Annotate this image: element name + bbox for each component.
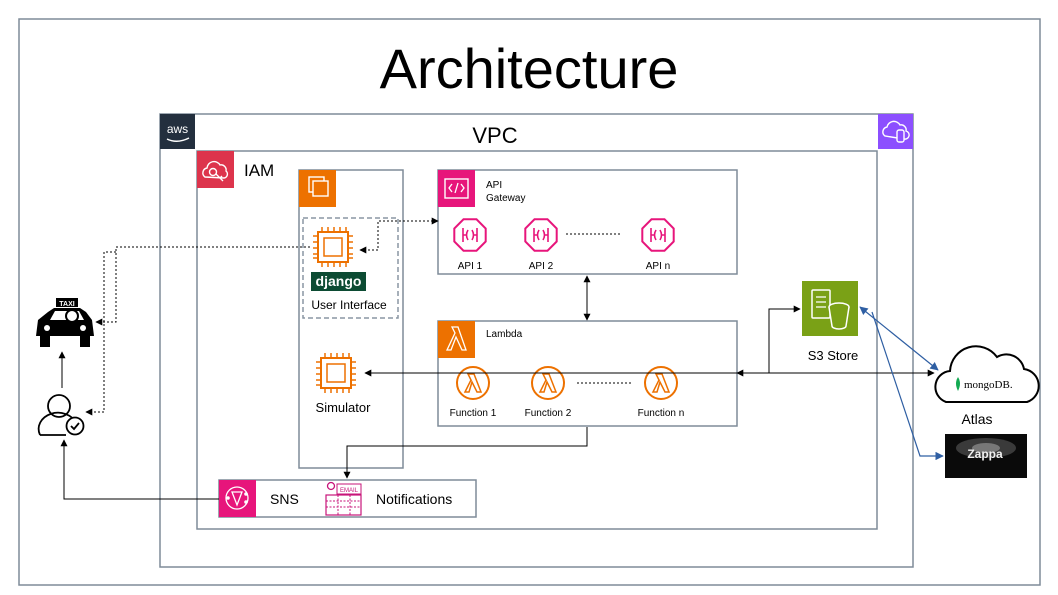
- outer-frame: [18, 18, 1041, 586]
- taxi-icon: TAXI: [36, 298, 94, 347]
- sns-label: SNS: [270, 491, 299, 507]
- notifications-label: Notifications: [376, 491, 452, 507]
- cpu-chip-icon: [313, 227, 353, 267]
- aws-logo-icon: aws: [160, 114, 195, 149]
- s3-label: S3 Store: [808, 348, 859, 363]
- api-gateway-label-2: Gateway: [486, 193, 525, 204]
- atlas-label: Atlas: [961, 411, 992, 427]
- django-logo-icon: django: [311, 272, 366, 291]
- ui-to-taxi-connector: [95, 246, 310, 326]
- api-endpoint-icon: [641, 218, 675, 252]
- mongodb-cloud-icon: mongoDB.: [934, 345, 1040, 403]
- svg-text:aws: aws: [167, 122, 188, 136]
- api-gateway-frame: [437, 169, 738, 275]
- api-endpoint-label: API 2: [529, 261, 554, 272]
- ec2-icon: [299, 170, 336, 207]
- lambda-function-icon: [531, 366, 565, 400]
- api-endpoint-icon: [524, 218, 558, 252]
- lambda-icon: [438, 321, 475, 358]
- lambda-function-label: Function 2: [525, 408, 572, 419]
- lambda-label: Lambda: [486, 329, 523, 340]
- lambda-function-label: Function n: [638, 408, 685, 419]
- s3-to-zappa-connector: [871, 311, 944, 461]
- lambda-function-icon: [456, 366, 490, 400]
- ui-to-api-connector: [359, 217, 439, 254]
- api-endpoint-label: API n: [646, 261, 670, 272]
- api-endpoint-icon: [453, 218, 487, 252]
- ui-to-user-connector: [85, 251, 116, 416]
- vpc-label: VPC: [472, 123, 517, 148]
- ui-label: User Interface: [311, 298, 387, 312]
- lambda-to-s3-connector: [736, 305, 801, 377]
- sns-icon: [219, 480, 256, 517]
- sns-to-user-connector: [60, 439, 219, 500]
- api-gateway-icon: [438, 170, 475, 207]
- s3-bucket-icon: [802, 281, 858, 336]
- lambda-to-sns-connector: [343, 427, 588, 479]
- api-gateway-label-1: API: [486, 180, 502, 191]
- ec2-group-frame: [298, 169, 404, 469]
- connectors: [58, 217, 944, 500]
- s3-to-atlas-connector: [859, 306, 939, 371]
- iam-icon: [197, 151, 234, 188]
- simulator-chip-icon: [316, 353, 356, 393]
- api-endpoint-label: API 1: [458, 261, 483, 272]
- taxi-sign: TAXI: [59, 301, 74, 308]
- mongodb-logo-text: mongoDB.: [964, 379, 1013, 391]
- ui-box: [302, 217, 399, 319]
- simulator-label: Simulator: [316, 400, 372, 415]
- page-title: Architecture: [380, 37, 679, 100]
- iam-label: IAM: [244, 161, 274, 180]
- django-logo-text: django: [316, 273, 362, 289]
- vpc-cloud-icon: [878, 114, 913, 149]
- email-notification-icon: EMAIL: [325, 481, 362, 516]
- zappa-logo-icon: Zappa: [945, 434, 1027, 478]
- lambda-function-icon: [644, 366, 678, 400]
- zappa-label: Zappa: [967, 447, 1003, 461]
- lambda-function-label: Function 1: [450, 408, 497, 419]
- user-verified-icon: [37, 394, 85, 436]
- email-tag: EMAIL: [340, 488, 359, 494]
